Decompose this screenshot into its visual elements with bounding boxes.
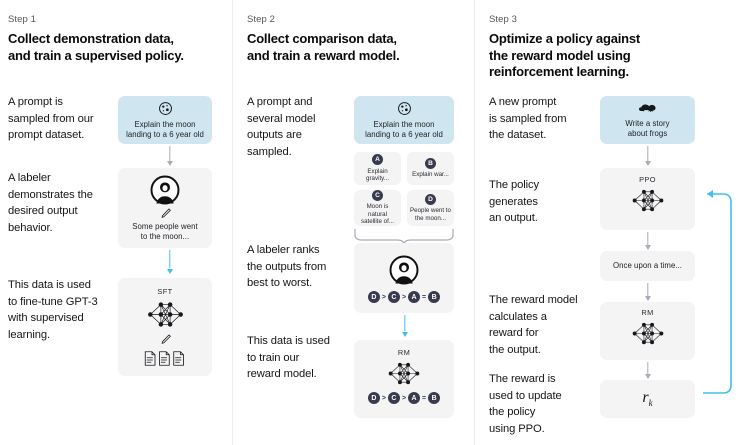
step-3-prompt-box[interactable]: Write a story about frogs — [600, 96, 695, 144]
step-1-label: Step 1 — [8, 14, 37, 25]
step-2-title-line-1: Collect comparison data, — [247, 31, 397, 46]
rank-op-3: = — [422, 394, 427, 402]
step-2-rm-box[interactable]: RM D > C > A = B — [354, 340, 454, 418]
step-3-arrow-2 — [643, 232, 653, 250]
step-2-ranking-top: D > C > A = B — [367, 291, 441, 303]
rank-badge-2: C — [387, 392, 400, 404]
step-1-sft-box[interactable]: SFT — [118, 278, 212, 376]
option-c-caption: Moon is natural satellite of... — [360, 203, 395, 226]
step-2-label: Step 2 — [247, 14, 276, 25]
option-c-badge: C — [372, 190, 383, 201]
neural-net-icon — [388, 362, 420, 385]
neural-net-icon — [632, 322, 663, 345]
step-3-output-caption: Once upon a time... — [613, 261, 682, 270]
step-1-prompt-caption: Explain the moon landing to a 6 year old — [126, 119, 204, 139]
step-2-prompt-box[interactable]: Explain the moon landing to a 6 year old — [354, 96, 454, 144]
option-b-badge: B — [425, 157, 436, 169]
step-1-arrow-1 — [165, 146, 175, 166]
rank-badge-1: D — [367, 392, 380, 404]
step-3-title: Optimize a policy against the reward mod… — [489, 31, 704, 81]
step-3-ppo-tag: PPO — [639, 175, 656, 184]
step-3-description-2: The policy generates an output. — [489, 179, 539, 224]
step-2-title: Collect comparison data, and train a rew… — [247, 31, 462, 64]
column-step-2: Step 2 Collect comparison data, and trai… — [232, 0, 474, 445]
step-1-description-3: This data is used to fine-tune GPT-3 wit… — [8, 279, 98, 341]
labeler-face-icon — [389, 255, 419, 285]
rank-op-3: = — [422, 293, 427, 301]
step-2-option-a[interactable]: A Explain gravity... — [354, 152, 401, 185]
step-3-description-1: A new prompt is sampled from the dataset… — [489, 96, 567, 141]
step-3-arrow-1 — [643, 146, 653, 166]
rank-badge-3: A — [408, 392, 421, 404]
rank-badge-4: B — [428, 291, 441, 303]
step-3-reward-box[interactable]: rk — [600, 380, 695, 418]
step-3-prompt-caption: Write a story about frogs — [625, 118, 670, 138]
pencil-icon — [161, 207, 171, 218]
step-3-label: Step 3 — [489, 14, 518, 25]
option-d-badge: D — [425, 193, 436, 205]
option-a-badge: A — [372, 154, 383, 166]
reward-symbol: rk — [642, 389, 653, 409]
moon-icon — [158, 101, 172, 115]
step-2-description-3: This data is used to train our reward mo… — [247, 335, 330, 380]
step-2-description-2: A labeler ranks the outputs from best to… — [247, 244, 327, 289]
step-3-rm-box[interactable]: RM — [600, 302, 695, 360]
rank-badge-3: A — [408, 291, 421, 303]
rank-op-1: > — [381, 394, 386, 402]
step-1-description-1: A prompt is sampled from our prompt data… — [8, 96, 94, 141]
step-1-labeler-box[interactable]: Some people went to the moon... — [118, 168, 212, 248]
pencil-icon — [161, 334, 171, 344]
step-2-option-c[interactable]: C Moon is natural satellite of... — [354, 190, 401, 226]
step-2-ranking-bottom: D > C > A = B — [367, 392, 441, 404]
neural-net-icon — [147, 302, 183, 327]
step-3-description-4: The reward is used to update the policy … — [489, 373, 562, 435]
labeler-face-icon — [150, 175, 180, 204]
step-3-title-line-1: Optimize a policy against — [489, 31, 641, 46]
step-1-description-2: A labeler demonstrates the desired outpu… — [8, 172, 93, 234]
rank-badge-4: B — [428, 392, 441, 404]
step-2-option-d[interactable]: D People went to the moon... — [407, 190, 454, 226]
rank-op-2: > — [401, 293, 407, 301]
documents-icon — [144, 351, 184, 366]
step-2-option-b[interactable]: B Explain war... — [407, 152, 454, 185]
step-3-arrow-4 — [643, 362, 653, 379]
step-1-labeler-caption: Some people went to the moon... — [132, 221, 198, 241]
step-1-arrow-2 — [165, 250, 175, 274]
column-step-1: Step 1 Collect demonstration data, and t… — [0, 0, 232, 445]
step-3-title-line-2: the reward model using — [489, 47, 631, 63]
step-2-labeler-rank-box[interactable]: D > C > A = B — [354, 243, 454, 313]
option-b-caption: Explain war... — [412, 171, 449, 179]
frog-icon — [638, 104, 656, 112]
neural-net-icon — [632, 189, 663, 212]
rank-badge-2: C — [387, 291, 400, 303]
rank-badge-1: D — [367, 291, 380, 303]
step-3-title-line-3: reinforcement learning. — [489, 64, 629, 79]
moon-icon — [397, 101, 411, 115]
step-3-rm-tag: RM — [641, 308, 654, 317]
step-3-arrow-3 — [643, 283, 653, 301]
rank-op-1: > — [381, 293, 386, 301]
step-2-description-1: A prompt and several model outputs are s… — [247, 96, 316, 158]
step-1-prompt-box[interactable]: Explain the moon landing to a 6 year old — [118, 96, 212, 144]
step-1-title-line-1: Collect demonstration data, — [8, 31, 174, 46]
step-3-feedback-loop-arrow — [703, 190, 732, 394]
step-1-title-line-2: and train a supervised policy. — [8, 47, 184, 63]
step-1-sft-tag: SFT — [157, 287, 173, 296]
step-3-ppo-box[interactable]: PPO — [600, 168, 695, 230]
step-2-prompt-caption: Explain the moon landing to a 6 year old — [365, 119, 443, 139]
option-d-caption: People went to the moon... — [410, 207, 451, 222]
step-2-title-line-2: and train a reward model. — [247, 47, 400, 63]
column-step-3: Step 3 Optimize a policy against the rew… — [474, 0, 741, 445]
option-a-caption: Explain gravity... — [366, 167, 389, 183]
step-1-title: Collect demonstration data, and train a … — [8, 31, 223, 64]
step-2-arrow-2 — [400, 315, 410, 337]
rank-op-2: > — [401, 394, 407, 402]
step-2-rm-tag: RM — [397, 348, 411, 357]
step-3-output-box[interactable]: Once upon a time... — [600, 251, 695, 281]
step-3-description-3: The reward model calculates a reward for… — [489, 294, 578, 356]
